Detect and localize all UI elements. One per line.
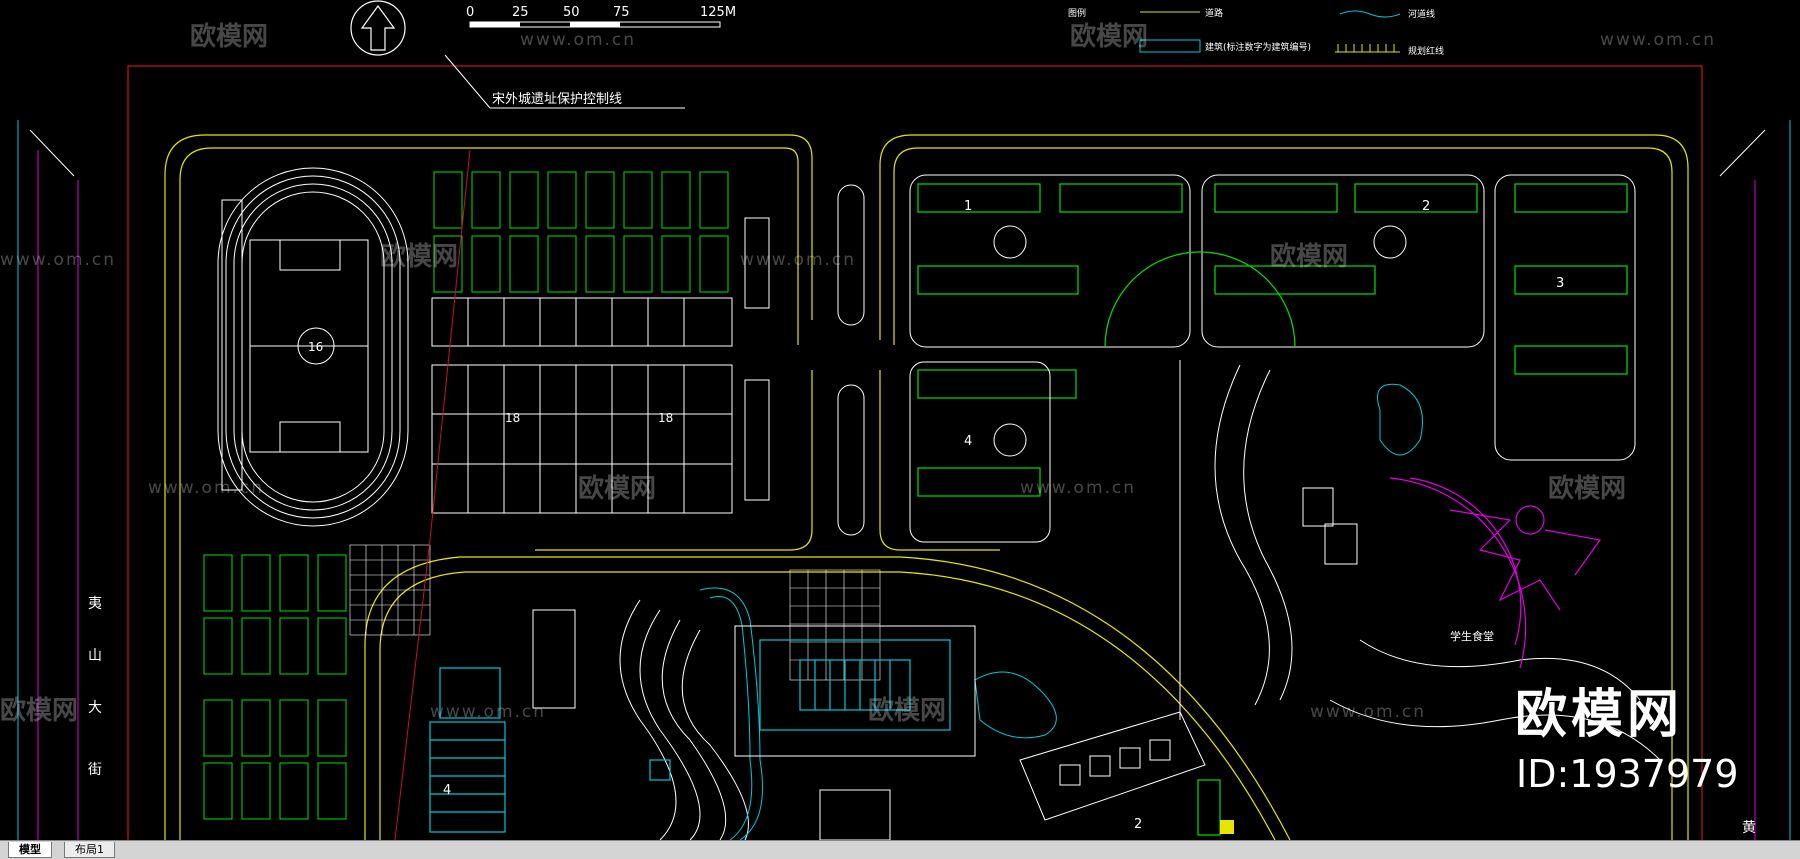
legend-road: 道路 <box>1205 7 1223 19</box>
building-number-1: 1 <box>964 199 972 214</box>
basketball-courts-southwest <box>203 554 347 820</box>
scale-label-75: 75 <box>613 5 630 20</box>
layout-tab-bar: 模型 布局1 <box>0 840 1800 859</box>
scale-label-50: 50 <box>563 5 580 20</box>
basketball-courts-north <box>433 171 729 293</box>
street-char-2: 山 <box>88 648 102 664</box>
brand-logo-text: 欧模网 <box>1515 685 1684 745</box>
paved-plaza-grid <box>349 544 881 681</box>
legend-title: 图例 <box>1068 7 1086 19</box>
street-char-3: 大 <box>88 700 102 716</box>
tab-model[interactable]: 模型 <box>8 842 52 858</box>
running-track <box>217 167 409 527</box>
building-number-18b: 18 <box>658 411 673 425</box>
legend-line: 规划红线 <box>1408 45 1444 57</box>
building-number-4b: 4 <box>443 783 451 798</box>
legend: 图例 道路 建筑(标注数字为建筑编号) 河道线 规划红线 <box>1068 7 1444 57</box>
brand-id-text: ID:1937979 <box>1516 752 1739 796</box>
cad-drawing-canvas[interactable]: 0 25 50 75 125M 宋外城遗址保护控制线 图例 道路 建筑(标注数字… <box>0 0 1800 840</box>
north-arrow-icon <box>350 0 406 56</box>
street-char-1: 夷 <box>88 596 102 612</box>
academic-building <box>429 639 951 833</box>
building-number-2: 2 <box>1422 199 1430 214</box>
scale-bar: 0 25 50 75 125M <box>466 5 736 28</box>
southeast-building <box>1019 711 1206 821</box>
building-number-16: 16 <box>308 340 323 354</box>
legend-building: 建筑(标注数字为建筑编号) <box>1205 41 1311 53</box>
scale-label-25: 25 <box>512 5 529 20</box>
street-right-char: 黄 <box>1742 819 1756 836</box>
sports-courts-grid <box>431 184 865 536</box>
building-number-2b: 2 <box>1134 817 1142 832</box>
landscape-contours <box>619 360 1661 840</box>
building-number-3: 3 <box>1556 276 1564 291</box>
site-boundary <box>127 65 1703 840</box>
building-number-4a: 4 <box>964 434 972 449</box>
scale-label-0: 0 <box>466 5 474 20</box>
street-char-4: 街 <box>88 762 102 778</box>
student-canteen <box>1389 477 1602 669</box>
tab-layout1[interactable]: 布局1 <box>64 842 115 858</box>
boundary-label: 宋外城遗址保护控制线 <box>492 92 622 107</box>
building-number-18a: 18 <box>505 411 520 425</box>
legend-river: 河道线 <box>1408 8 1435 20</box>
dormitory-buildings <box>917 183 1628 497</box>
scale-label-125: 125M <box>700 5 736 20</box>
canteen-label: 学生食堂 <box>1450 629 1494 643</box>
